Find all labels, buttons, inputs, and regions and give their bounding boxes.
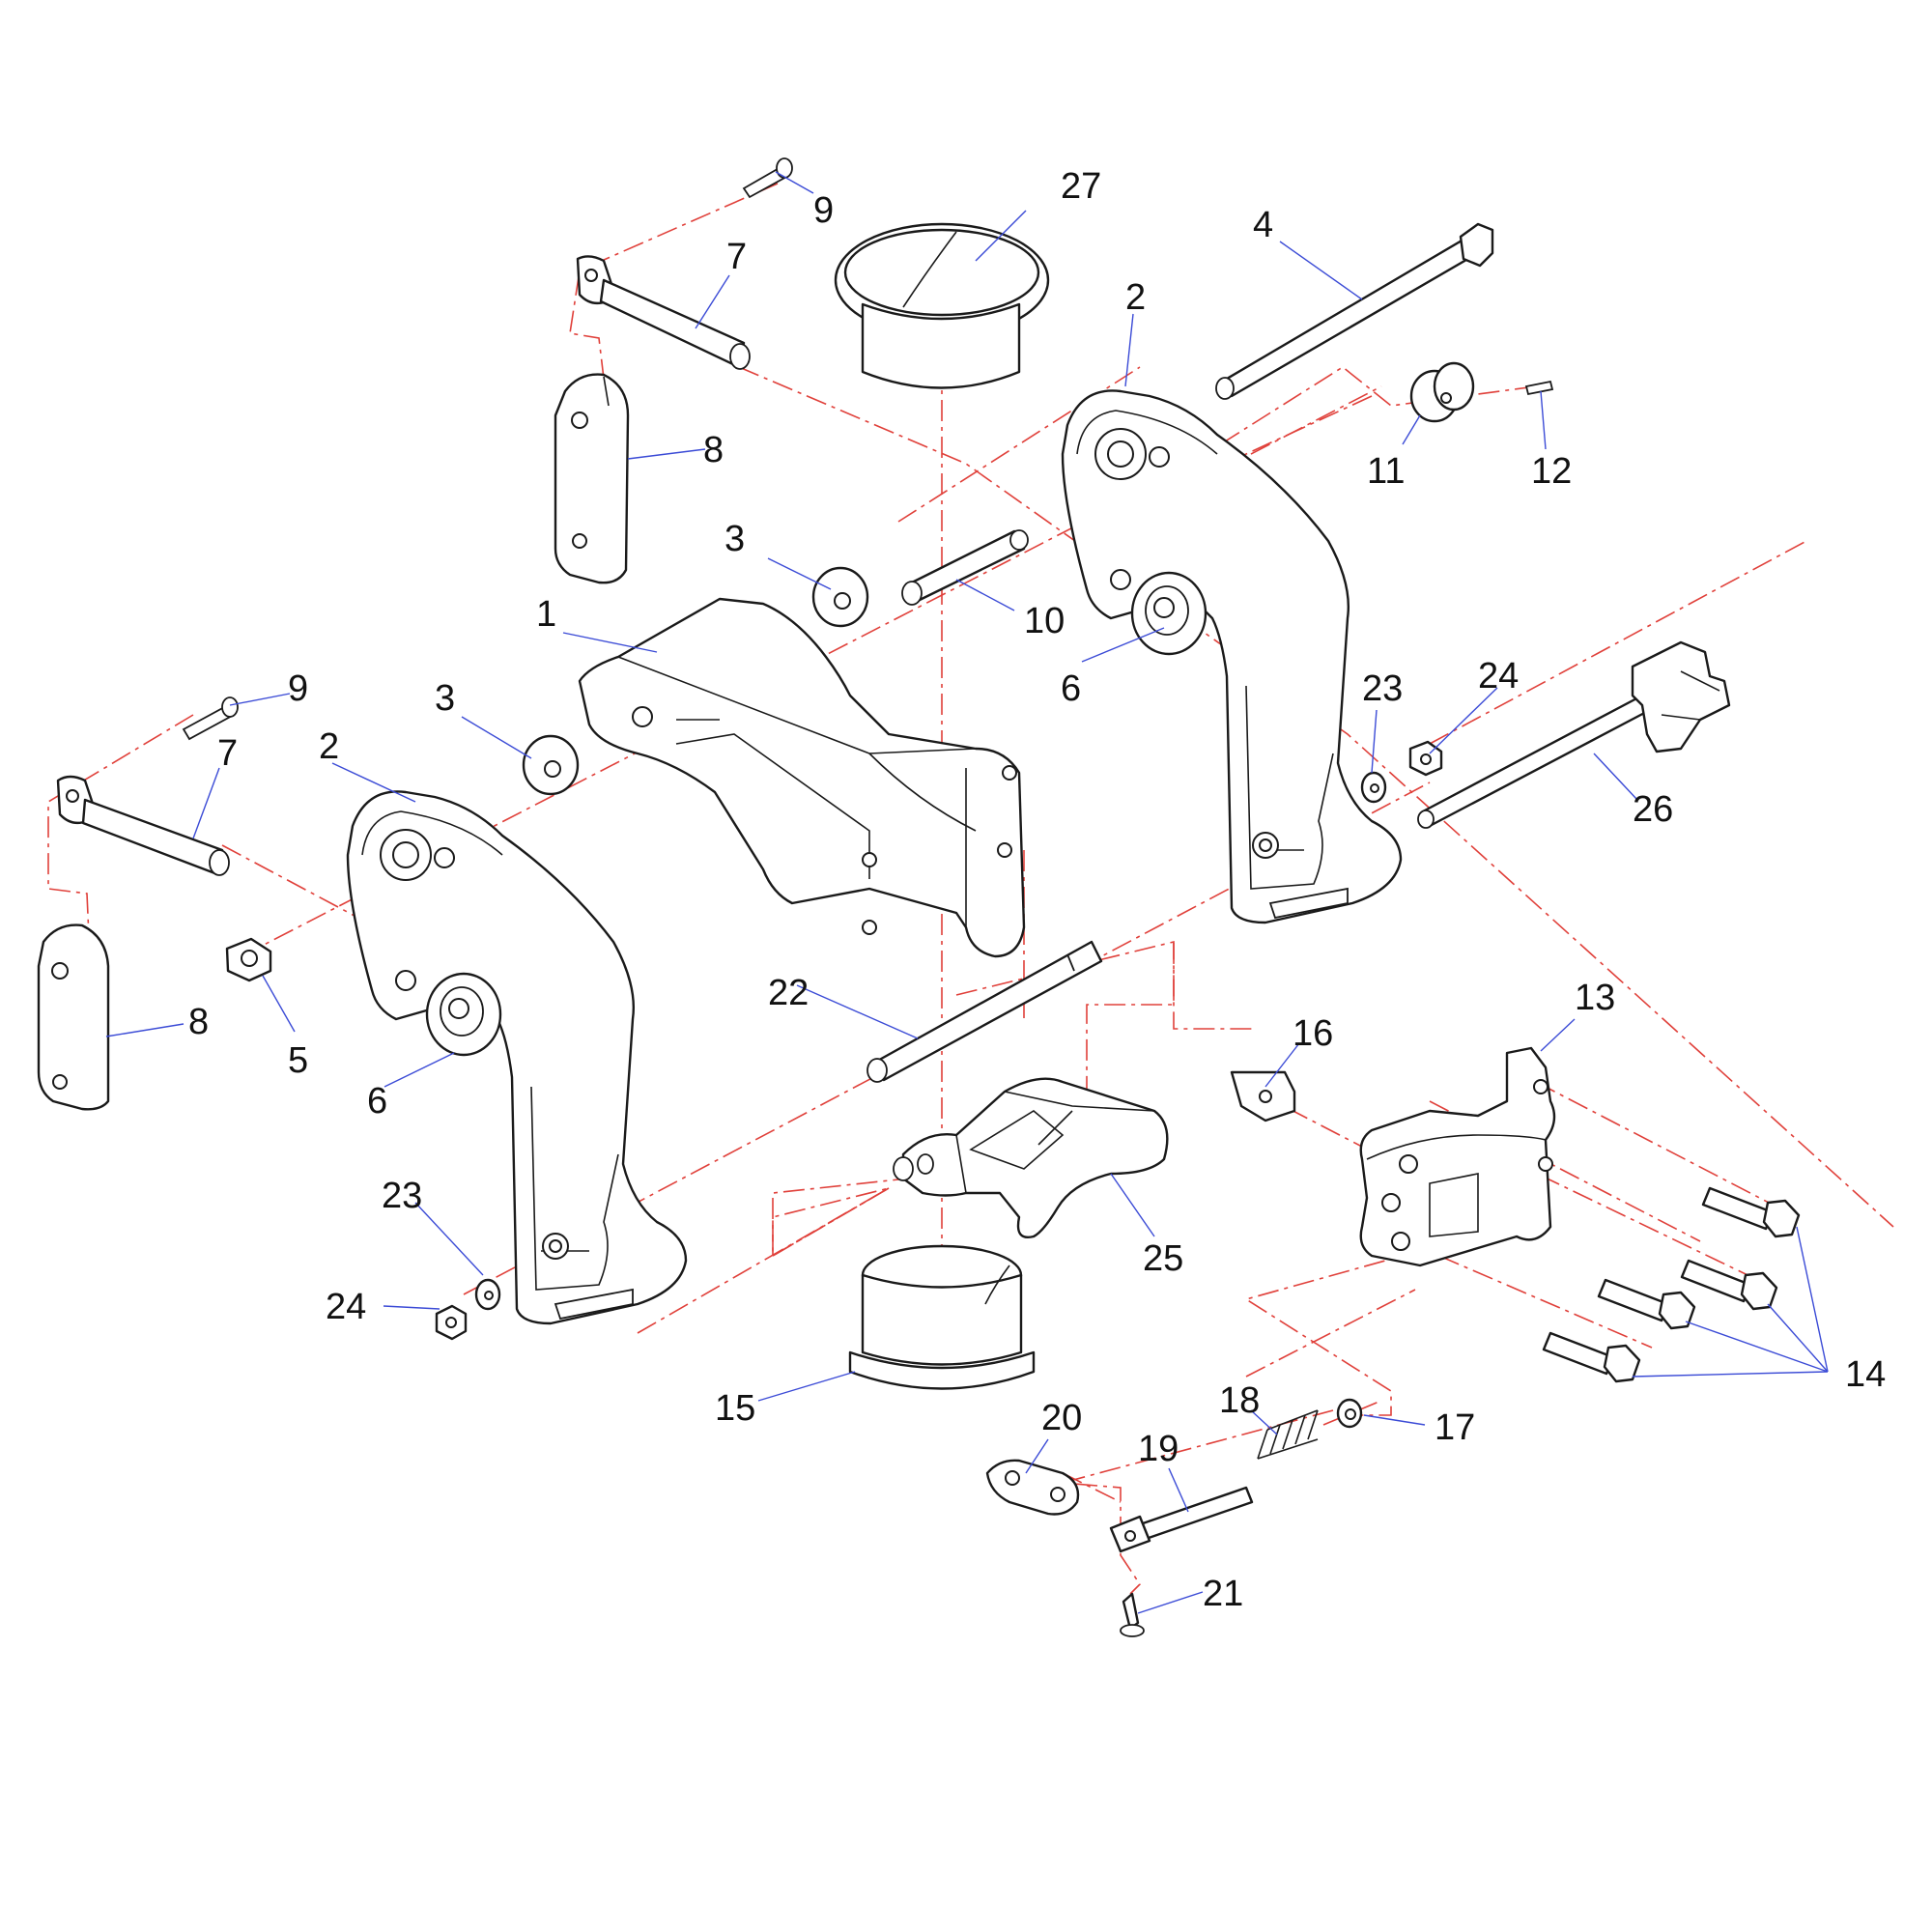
part-24-nut-left xyxy=(435,1304,468,1341)
part-1-swivel-bracket xyxy=(578,597,1026,958)
part-22-shaft xyxy=(867,940,1103,1083)
part-8-lever-top xyxy=(554,373,630,584)
callout-6-right: 6 xyxy=(1061,668,1081,709)
callout-9-top: 9 xyxy=(813,190,834,231)
callout-2-left: 2 xyxy=(319,726,339,767)
callout-26: 26 xyxy=(1633,789,1673,830)
callout-9-left: 9 xyxy=(288,668,308,709)
part-2-bracket-right xyxy=(1061,389,1403,924)
part-3-washer-left xyxy=(522,734,580,796)
callout-19: 19 xyxy=(1138,1429,1179,1469)
part-18-spring xyxy=(1257,1409,1319,1460)
part-27-bushing-top xyxy=(834,222,1050,389)
callout-1: 1 xyxy=(536,594,556,635)
callout-7-left: 7 xyxy=(217,733,238,774)
callout-24-left: 24 xyxy=(326,1287,366,1327)
part-26-lock-rod xyxy=(1417,640,1731,829)
part-8-lever-left xyxy=(37,923,110,1111)
callout-7-top: 7 xyxy=(726,237,747,277)
part-15-bushing-bottom xyxy=(848,1244,1036,1390)
callout-2-right: 2 xyxy=(1125,277,1146,318)
part-7-axle-left xyxy=(56,775,230,876)
part-5-nut xyxy=(225,937,272,982)
part-23-washer-right xyxy=(1360,771,1387,804)
callout-27: 27 xyxy=(1061,166,1101,207)
callout-11: 11 xyxy=(1367,451,1405,492)
callout-23-right: 23 xyxy=(1362,668,1403,709)
part-9-pin-top xyxy=(742,157,793,199)
leader-lines xyxy=(105,171,1829,1614)
part-3-washer-top xyxy=(811,566,869,628)
part-16-pad xyxy=(1230,1070,1296,1122)
callout-4: 4 xyxy=(1253,205,1273,245)
callout-25: 25 xyxy=(1143,1238,1183,1279)
callout-3-left: 3 xyxy=(435,678,455,719)
part-14-bolts xyxy=(1542,1186,1801,1383)
callout-12: 12 xyxy=(1531,451,1572,492)
callout-23-left: 23 xyxy=(382,1176,422,1216)
part-17-washer xyxy=(1336,1398,1363,1429)
callout-21: 21 xyxy=(1203,1574,1243,1614)
part-13-clamp xyxy=(1359,1046,1556,1267)
callout-13: 13 xyxy=(1575,978,1615,1018)
callout-15: 15 xyxy=(715,1388,755,1429)
part-11-bushing xyxy=(1409,361,1475,423)
part-10-pin xyxy=(901,529,1029,606)
part-20-lever xyxy=(985,1459,1080,1516)
callout-20: 20 xyxy=(1041,1398,1082,1438)
callout-14: 14 xyxy=(1845,1354,1886,1395)
bolt-1 xyxy=(1701,1186,1801,1238)
callout-24-right: 24 xyxy=(1478,656,1519,696)
part-25-tilt-cradle xyxy=(893,1077,1169,1238)
part-9-pin-left xyxy=(182,696,239,741)
callout-10: 10 xyxy=(1024,601,1065,641)
callout-8-top: 8 xyxy=(703,430,724,470)
bolt-2 xyxy=(1680,1259,1778,1311)
bolt-4 xyxy=(1542,1331,1641,1383)
callout-18: 18 xyxy=(1219,1380,1260,1421)
part-4-long-bolt xyxy=(1215,222,1494,400)
part-19-plunger xyxy=(1109,1486,1254,1553)
part-23-washer-left xyxy=(474,1278,501,1311)
callout-22: 22 xyxy=(768,973,809,1013)
part-2-bracket-left xyxy=(346,790,688,1325)
callout-17: 17 xyxy=(1435,1407,1475,1448)
part-12-roll-pin xyxy=(1524,380,1554,396)
callout-labels: 27 9 7 8 4 2 11 12 3 10 1 3 6 9 7 2 8 5 … xyxy=(188,166,1886,1614)
callout-16: 16 xyxy=(1293,1013,1333,1054)
part-7-axle-top xyxy=(576,255,751,370)
callout-3-top: 3 xyxy=(724,519,745,559)
callout-6-left: 6 xyxy=(367,1081,387,1122)
callout-5: 5 xyxy=(288,1040,308,1081)
bolt-3 xyxy=(1597,1278,1696,1330)
part-21-screw xyxy=(1120,1592,1145,1637)
callout-8-left: 8 xyxy=(188,1002,209,1042)
